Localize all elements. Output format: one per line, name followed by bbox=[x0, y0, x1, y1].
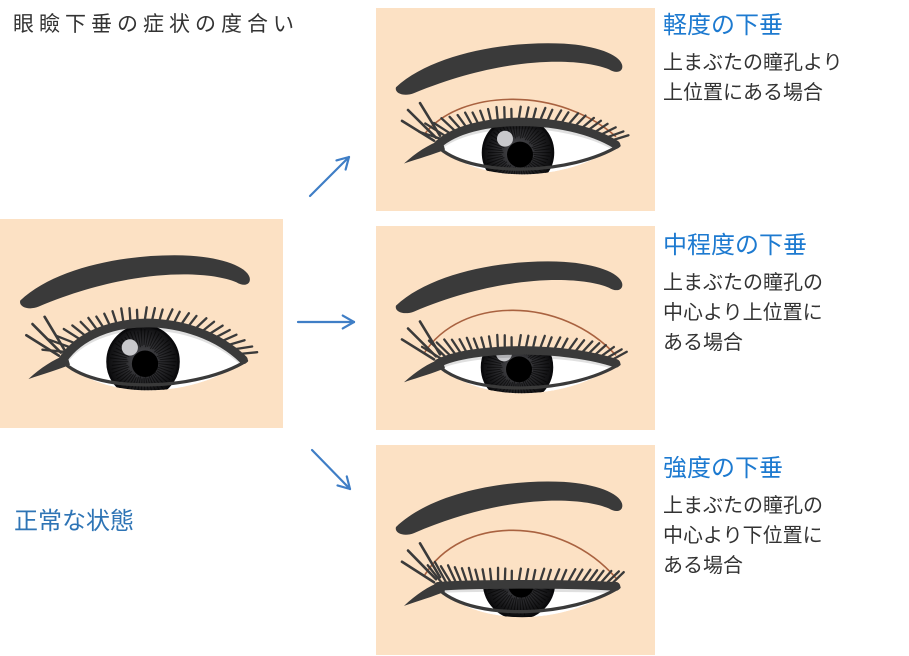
upper-eyelid-line bbox=[433, 346, 621, 368]
iris-highlight bbox=[121, 339, 138, 356]
eyebrow-shape bbox=[395, 43, 623, 95]
arrow-to-moderate bbox=[296, 314, 356, 330]
mild-ptosis-eye-illustration bbox=[395, 43, 630, 175]
normal-state-label: 正常な状態 bbox=[14, 508, 134, 535]
pupil bbox=[506, 356, 532, 383]
eyebrow-shape bbox=[20, 255, 250, 309]
eyeball-group bbox=[438, 121, 616, 175]
eyebrow-shape bbox=[395, 481, 623, 535]
moderate-ptosis-heading: 中程度の下垂 bbox=[663, 232, 807, 259]
outer-corner-wing bbox=[404, 139, 445, 164]
pupil bbox=[131, 350, 159, 378]
mild-ptosis-heading: 軽度の下垂 bbox=[663, 12, 783, 39]
moderate-ptosis-eye-illustration bbox=[395, 261, 628, 394]
outer-corner-wing bbox=[404, 358, 445, 383]
eyelid-crease-line bbox=[423, 309, 617, 356]
upper-lashes bbox=[420, 333, 628, 362]
diagram-title: 眼瞼下垂の症状の度合い bbox=[13, 13, 299, 36]
outer-corner-wing bbox=[28, 354, 70, 380]
mild-ptosis-caption: 軽度の下垂 上まぶたの瞳孔より 上位置にある場合 bbox=[663, 5, 907, 108]
lower-eyelid-line bbox=[438, 144, 621, 171]
arrow-to-severe bbox=[310, 448, 352, 491]
arrow-to-mild bbox=[308, 155, 351, 198]
lower-eyelid-line bbox=[438, 362, 621, 390]
moderate-ptosis-caption: 中程度の下垂 上まぶたの瞳孔の 中心より上位置に ある場合 bbox=[663, 225, 907, 358]
upper-eyelid-line bbox=[433, 579, 621, 591]
upper-lashes bbox=[426, 560, 625, 586]
upper-lashes bbox=[418, 105, 630, 142]
iris bbox=[483, 584, 555, 618]
severe-ptosis-caption: 強度の下垂 上まぶたの瞳孔の 中心より下位置に ある場合 bbox=[663, 448, 907, 581]
lower-eyelid-line bbox=[438, 585, 621, 614]
moderate-ptosis-panel bbox=[376, 226, 655, 430]
eyelid-crease-line bbox=[423, 529, 617, 579]
severe-ptosis-panel bbox=[376, 445, 655, 655]
eyebrow-shape bbox=[395, 261, 623, 314]
upper-eyelid-line bbox=[58, 318, 248, 365]
iris-highlight bbox=[497, 130, 513, 147]
moderate-ptosis-description: 上まぶたの瞳孔の 中心より上位置に ある場合 bbox=[663, 272, 823, 354]
upper-eyelid-line bbox=[433, 117, 621, 149]
mild-ptosis-panel bbox=[376, 8, 655, 211]
pupil bbox=[508, 584, 534, 598]
normal-eye-panel bbox=[0, 219, 283, 428]
lower-eyelid-line bbox=[63, 359, 249, 387]
normal-eye-illustration bbox=[20, 255, 259, 391]
upper-lashes bbox=[41, 306, 259, 356]
outer-corner-wing bbox=[404, 581, 445, 606]
eyelid-crease-line bbox=[423, 98, 617, 138]
severe-ptosis-eye-illustration bbox=[395, 481, 625, 618]
severe-ptosis-heading: 強度の下垂 bbox=[663, 455, 783, 482]
severe-ptosis-description: 上まぶたの瞳孔の 中心より下位置に ある場合 bbox=[663, 495, 823, 577]
pupil bbox=[507, 141, 533, 168]
mild-ptosis-description: 上まぶたの瞳孔より 上位置にある場合 bbox=[663, 52, 843, 104]
